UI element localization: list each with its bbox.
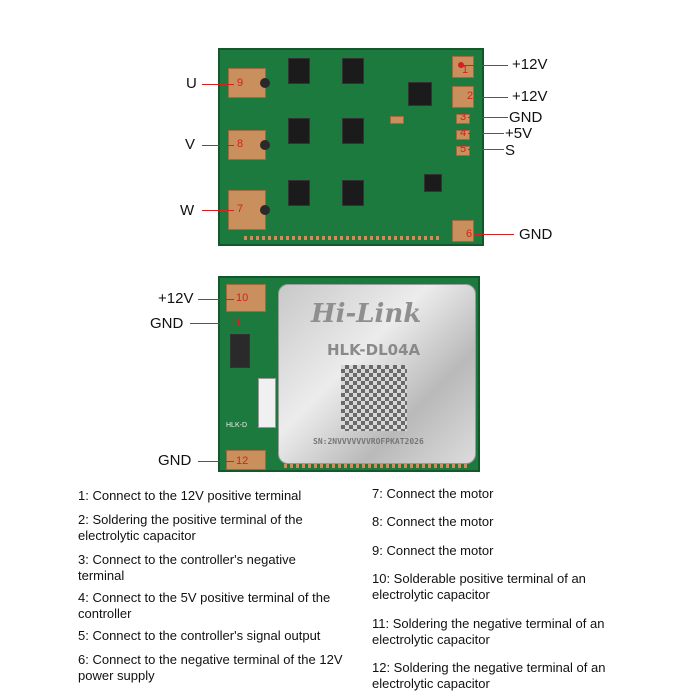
regulator [408,82,432,106]
desc-9: 9: Connect the motor [372,543,494,558]
capacitor [230,334,250,368]
desc-8: 8: Connect the motor [372,514,494,529]
label-u: U [186,75,197,92]
desc-2: 2: Soldering the positive terminal of th… [78,512,303,543]
label-plus12v-bottom: +12V [158,290,194,307]
leader-10 [198,299,234,300]
number-4: 4 [460,127,467,139]
leader-w [202,210,234,211]
number-7: 7 [237,203,244,215]
label-plus12v-2: +12V [512,88,548,105]
desc-12: 12: Soldering the negative terminal of a… [372,660,606,691]
label-s: S [505,142,516,159]
label-v: V [185,136,196,153]
desc-7: 7: Connect the motor [372,486,494,501]
label-gnd-bottom-1: GND [150,315,184,332]
mosfet-5 [342,118,364,144]
leader-u [202,84,234,85]
number-3: 3 [460,111,467,123]
shield-brand: Hi-Link [311,299,422,329]
leader-11 [190,323,226,324]
leader-4 [468,133,504,134]
leader-3 [468,117,508,118]
pad-6 [452,220,474,242]
number-6: 6 [466,228,473,240]
pad-3 [456,114,470,124]
mosfet-2 [288,118,310,144]
pad-10 [226,284,266,312]
number-11: 11 [230,317,242,329]
label-plus12v-1: +12V [512,56,548,73]
desc-11: 11: Soldering the negative terminal of a… [372,616,605,647]
desc-10: 10: Solderable positive terminal of an e… [372,571,586,602]
pad-v-hole [260,140,270,150]
rf-shield-can: Hi-Link HLK-DL04A SN:2NVVVVVVVROFPKAT202… [278,284,476,464]
pad-4 [456,130,470,140]
pad-12 [226,450,266,470]
qr-code [341,365,407,431]
leader-6 [474,234,514,235]
mosfet-6 [342,180,364,206]
shield-serial: SN:2NVVVVVVVROFPKAT2026 [313,437,424,446]
connector-socket [258,378,276,428]
label-gnd-1: GND [509,109,543,126]
number-10: 10 [236,292,249,304]
top-pcb-board [218,48,484,246]
pad-w-hole [260,205,270,215]
leader-v [202,145,234,146]
mosfet-4 [342,58,364,84]
pad-5 [456,146,470,156]
label-plus5v: +5V [505,125,533,142]
number-1: 1 [462,64,469,76]
number-5: 5 [460,143,467,155]
desc-4: 4: Connect to the 5V positive terminal o… [78,590,331,621]
leader-2 [476,97,508,98]
desc-3: 3: Connect to the controller's negative … [78,552,296,583]
pad-u-hole [260,78,270,88]
silk-model-text: HLK-D [226,422,248,429]
bottom-pin-strip [284,464,470,468]
leader-1 [464,65,508,66]
shield-model: HLK-DL04A [327,341,421,359]
label-gnd-bottom-2: GND [158,452,192,469]
mosfet-3 [288,180,310,206]
pin-header-strip [244,236,440,240]
mosfet-1 [288,58,310,84]
pad-u [228,68,266,98]
leader-5 [468,149,504,150]
number-2: 2 [467,90,474,102]
number-9: 9 [237,77,244,89]
label-gnd-2: GND [519,226,553,243]
desc-6: 6: Connect to the negative terminal of t… [78,652,343,683]
desc-5: 5: Connect to the controller's signal ou… [78,628,321,643]
controller-ic [424,174,442,192]
dot-1 [458,62,464,68]
number-8: 8 [237,138,244,150]
label-w: W [180,202,195,219]
leader-12 [198,461,234,462]
bottom-pcb-board: HLK-D Hi-Link HLK-DL04A SN:2NVVVVVVVROFP… [218,276,480,472]
pad-2 [452,86,474,108]
smd-resistor [390,116,404,124]
number-12: 12 [236,455,249,467]
desc-1: 1: Connect to the 12V positive terminal [78,488,302,503]
